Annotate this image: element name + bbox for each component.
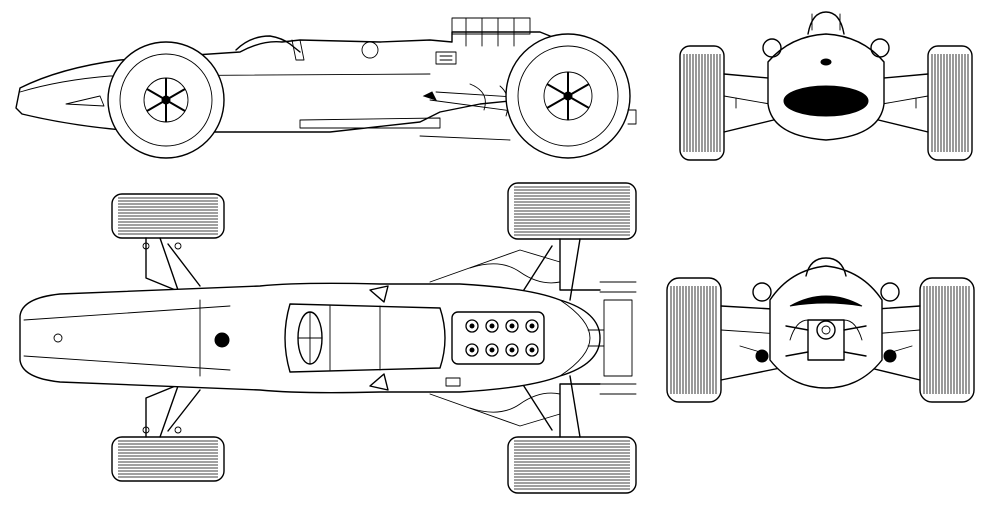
side-engine-stacks	[435, 17, 531, 65]
intake-bore	[489, 347, 495, 353]
intake-bore	[509, 347, 515, 353]
intake-bore	[529, 347, 535, 353]
rear-gearbox	[807, 319, 845, 361]
side-view	[15, 17, 637, 159]
top-view	[19, 182, 637, 494]
rear-body	[769, 265, 883, 389]
front-air-intake	[783, 85, 869, 117]
top-fuel-filler	[214, 332, 230, 348]
top-engine	[451, 311, 545, 365]
intake-bore	[469, 347, 475, 353]
front-view	[679, 11, 973, 161]
intake-bore	[509, 323, 515, 329]
rear-view	[666, 257, 975, 403]
rear-shroud	[789, 295, 863, 307]
intake-bore	[469, 323, 475, 329]
intake-bore	[529, 323, 535, 329]
top-cockpit	[284, 303, 446, 373]
side-body-outline	[15, 31, 561, 133]
rear-left-tyre	[666, 277, 722, 403]
intake-bore	[489, 323, 495, 329]
side-rear-wheel	[505, 33, 631, 159]
side-cockpit	[235, 35, 301, 53]
side-front-wheel	[107, 41, 225, 159]
rear-right-tyre	[919, 277, 975, 403]
